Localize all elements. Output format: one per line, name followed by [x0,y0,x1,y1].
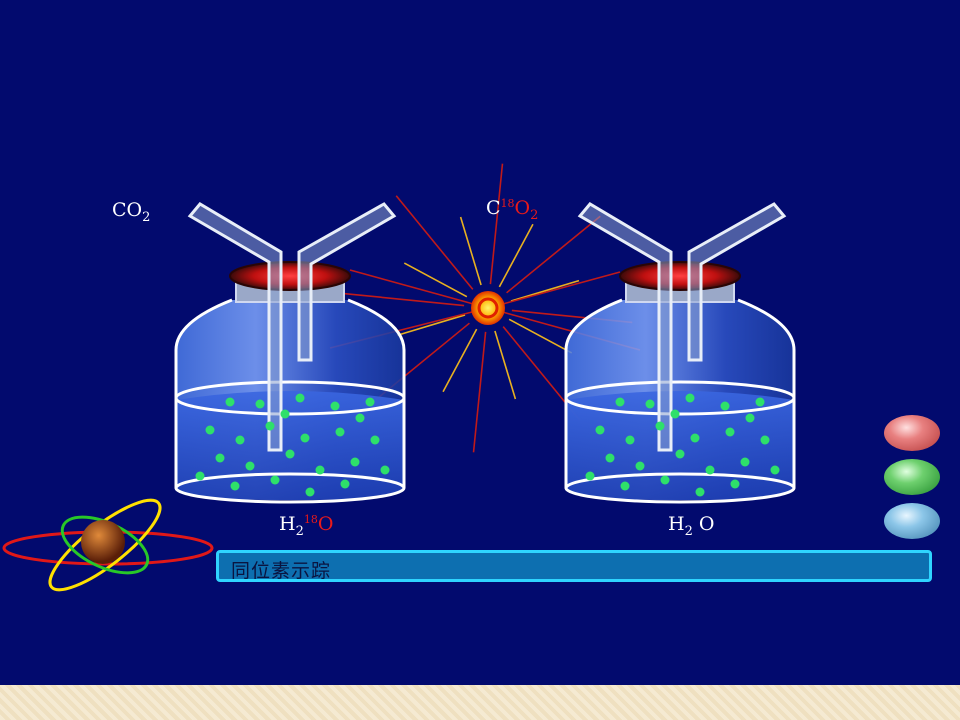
bubble [270,475,280,485]
light-ray [459,216,482,286]
bubble [595,425,605,435]
bubble [635,461,645,471]
bubble [755,397,765,407]
slide-footer-strip [0,685,960,720]
light-ray [472,331,487,453]
light-ray [487,271,621,309]
diagram-stage: CO2 C18O2 H218O H2 O 同位素示踪 [0,0,960,685]
caption-text: 同位素示踪 [231,560,332,582]
bubble [660,475,670,485]
bubble [625,435,635,445]
right-gas-formula: C18O2 [486,197,539,223]
bubble [720,401,730,411]
light-ray [498,223,534,288]
bubble [340,479,350,489]
bubble [745,413,755,423]
bubble [685,393,695,403]
bubble [205,425,215,435]
bubble [690,433,700,443]
bubble [295,393,305,403]
bubble [365,397,375,407]
light-ray [343,292,465,307]
bubble [230,481,240,491]
right-gas-bottle [564,202,796,504]
light-ray [508,318,573,354]
bubble [215,453,225,463]
left-water-formula: H218O [279,513,334,539]
light-ray [510,279,580,302]
bubble [770,465,780,475]
light-source-icon [329,163,641,453]
bubble [280,409,290,419]
green-bead-icon[interactable] [884,459,940,495]
bubble [645,399,655,409]
bubble [675,449,685,459]
light-ray [494,330,517,400]
bubble [305,487,315,497]
bubble [285,449,295,459]
light-ray [395,195,474,290]
bubble [255,399,265,409]
bubble [585,471,595,481]
bubble [620,481,630,491]
bubble [655,421,665,431]
blue-bead-icon[interactable] [884,503,940,539]
bubble [335,427,345,437]
light-ray [403,262,468,298]
bubble [265,421,275,431]
bubble [670,409,680,419]
bubble [330,401,340,411]
bubble [195,471,205,481]
apparatus-drawing [2,163,796,592]
bubble [730,479,740,489]
bubble [615,397,625,407]
bubble [245,461,255,471]
bubble [300,433,310,443]
right-water-formula: H2 O [668,513,715,539]
bubble [740,457,750,467]
light-ray [506,215,601,294]
light-ray [442,328,478,393]
red-bead-icon[interactable] [884,415,940,451]
bubble [760,435,770,445]
bubble [355,413,365,423]
bubble [235,435,245,445]
bubble [225,397,235,407]
bubble [705,465,715,475]
light-ray [349,269,489,309]
atom-orbit-icon [2,498,214,592]
bubble [315,465,325,475]
bubble [695,487,705,497]
left-gas-formula: CO2 [112,199,151,225]
bubble [605,453,615,463]
bubble [380,465,390,475]
light-ray [396,314,466,337]
bubble [725,427,735,437]
bubble [370,435,380,445]
left-gas-bottle [174,202,406,504]
light-ray [489,163,504,285]
caption-bar: 同位素示踪 [216,550,932,582]
bubble [350,457,360,467]
